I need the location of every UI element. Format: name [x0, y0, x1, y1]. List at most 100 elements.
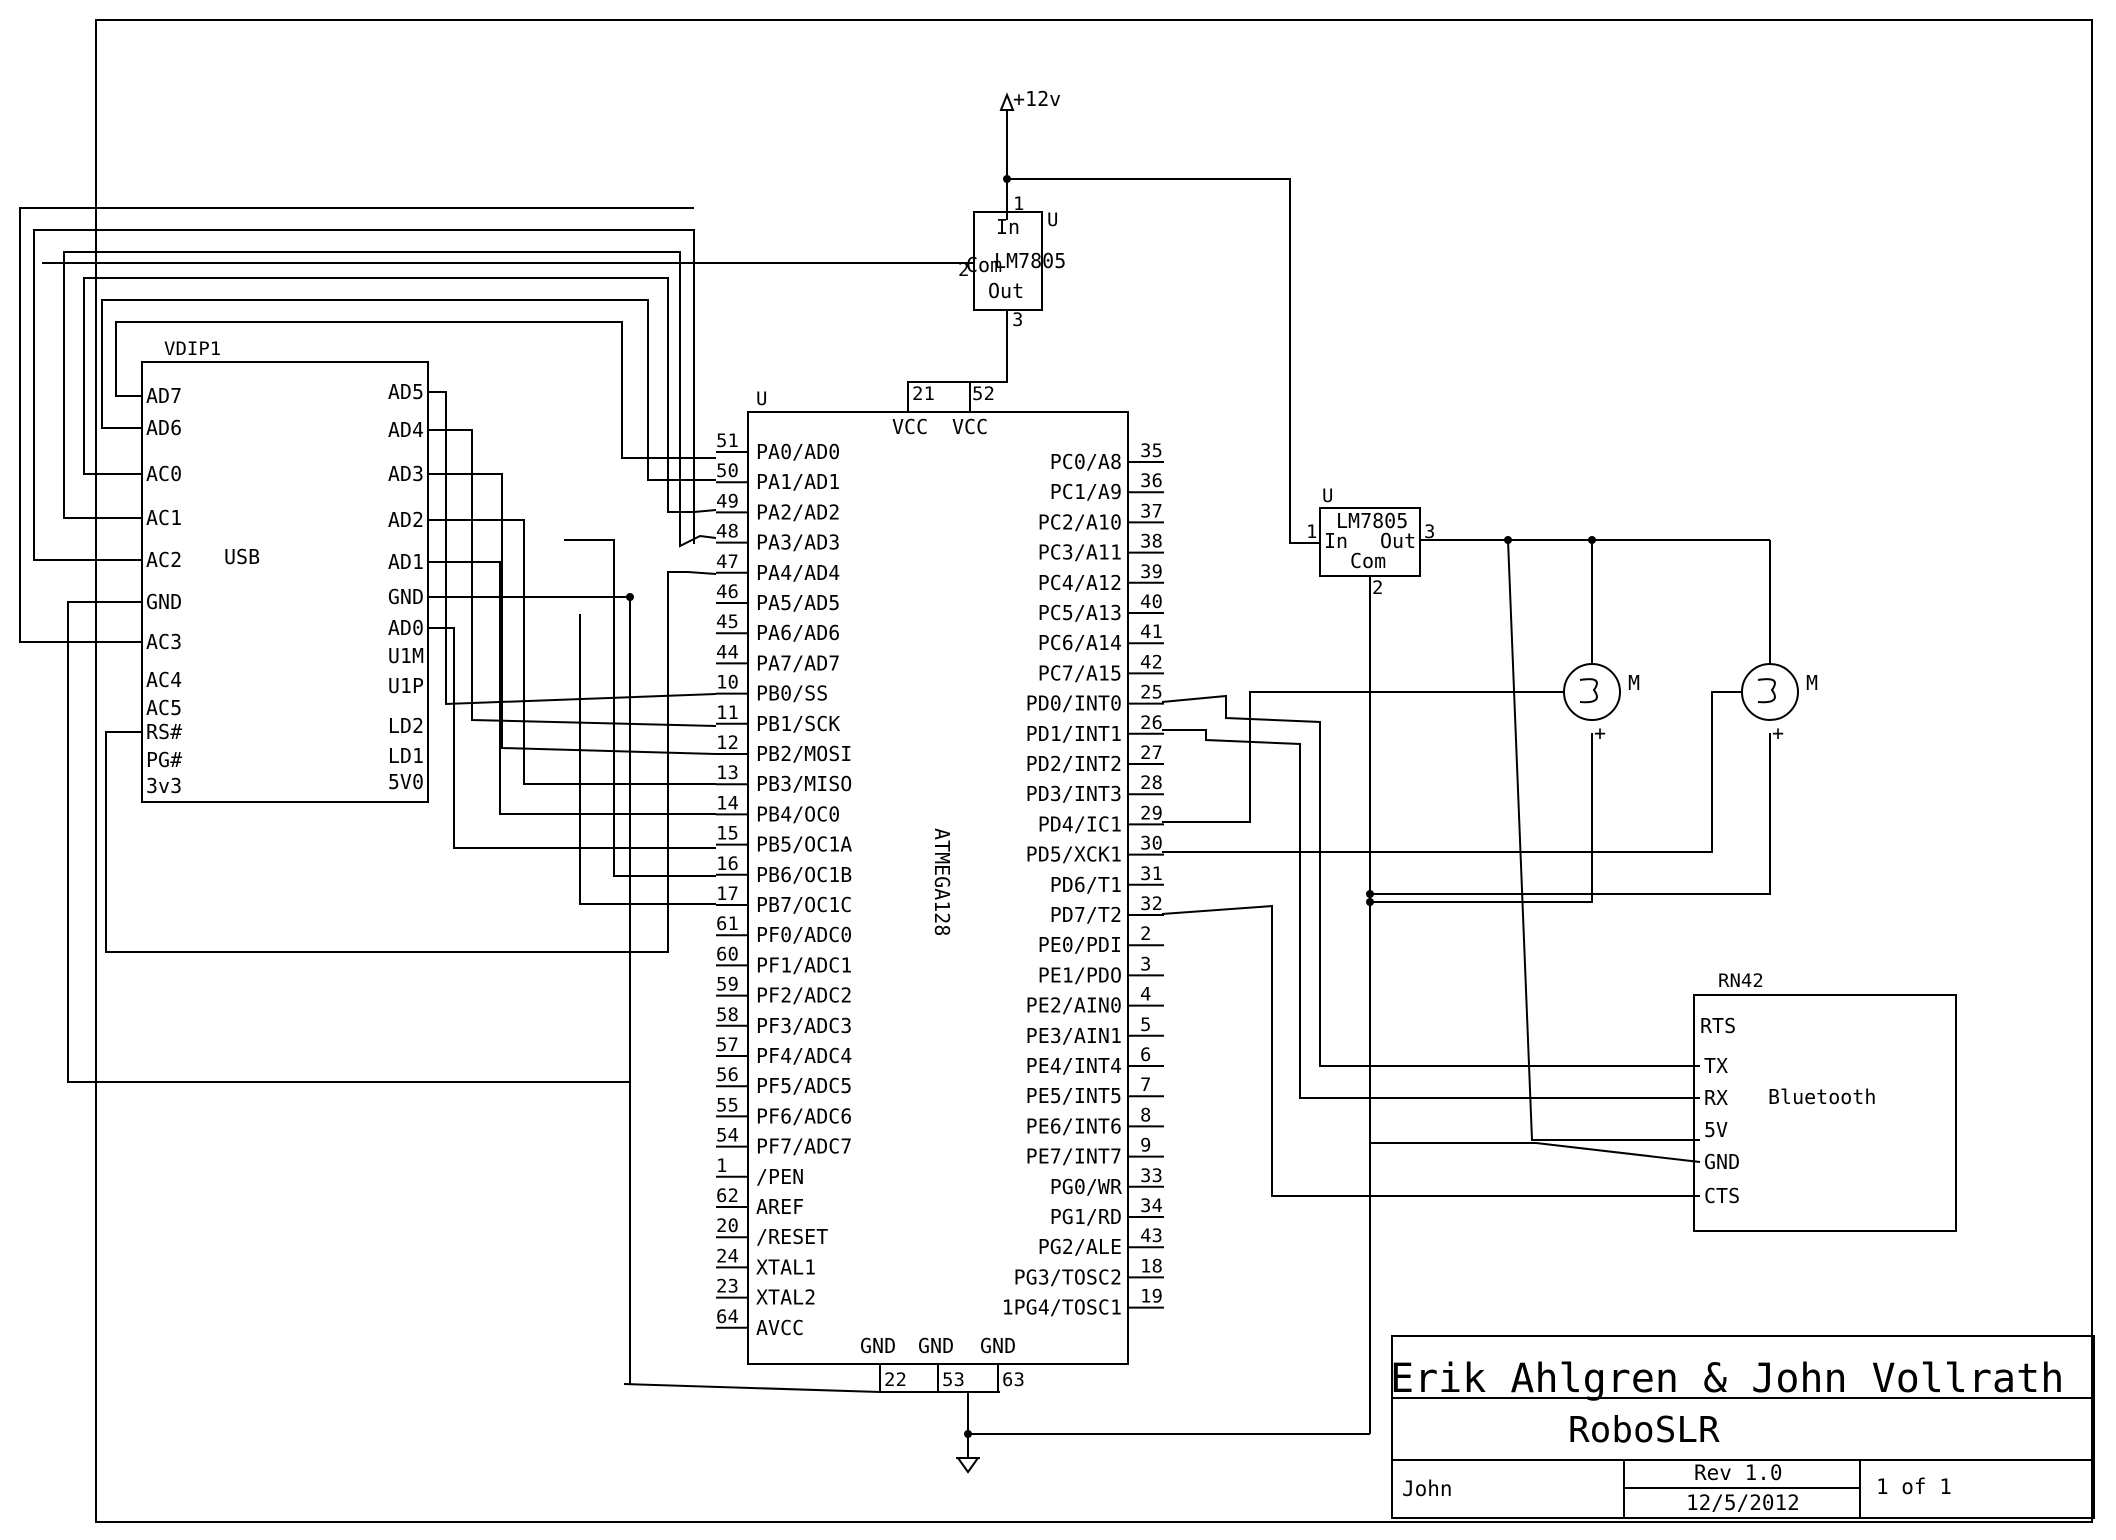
mcu-bottom-pin-name: GND	[860, 1334, 896, 1358]
pin-name: PE2/AIN0	[1026, 994, 1122, 1018]
pin-number: 25	[1140, 682, 1163, 704]
usb-pin-ad7: AD7	[146, 384, 182, 408]
usb-pin-ad4: AD4	[388, 418, 424, 442]
pin-number: 31	[1140, 863, 1163, 885]
pin-number: 54	[716, 1125, 739, 1147]
mcu-bottom-pin-num: 53	[942, 1369, 965, 1391]
tb-revision: Rev 1.0	[1694, 1461, 1783, 1485]
pin-name: PA1/AD1	[756, 470, 840, 494]
pin-number: 11	[716, 702, 739, 724]
supply-label: +12v	[1013, 87, 1061, 111]
mcu-bottom-pin-name: GND	[980, 1334, 1016, 1358]
reg-top-ref: U	[1047, 209, 1058, 231]
pin-name: PA6/AD6	[756, 621, 840, 645]
pin-number: 16	[716, 853, 739, 875]
pin-name: PE3/AIN1	[1026, 1024, 1122, 1048]
pin-name: PG2/ALE	[1038, 1235, 1122, 1259]
pin-name: U1M	[388, 644, 424, 668]
pin-name: PF0/ADC0	[756, 923, 852, 947]
usb-ref: VDIP1	[164, 338, 221, 360]
usb-pin-gnd: GND	[388, 585, 424, 609]
reg-right-com: Com	[1350, 549, 1386, 573]
pin-number: 47	[716, 551, 739, 573]
pin-name: PF2/ADC2	[756, 984, 852, 1008]
pin-name: PD2/INT2	[1026, 752, 1122, 776]
reg-right-part: LM7805	[1336, 509, 1408, 533]
mcu-pin-33: 33 PG0/WR	[1050, 1165, 1164, 1199]
pin-name: PF7/ADC7	[756, 1135, 852, 1159]
pin-name: AD6	[146, 416, 182, 440]
reg-right-ref: U	[1322, 485, 1333, 507]
pin-number: 7	[1140, 1074, 1151, 1096]
reg-top-n-out: 3	[1012, 309, 1023, 331]
mcu-bottom-pin-num: 63	[1002, 1369, 1025, 1391]
bt-pin-gnd: GND	[1704, 1150, 1740, 1174]
usb-pin-ad1: AD1	[388, 550, 424, 574]
pin-number: 51	[716, 430, 739, 452]
mcu-bottom-pin-name: GND	[918, 1334, 954, 1358]
pin-number: 4	[1140, 984, 1151, 1006]
usb-pin-ac4: AC4	[146, 668, 182, 692]
motor-icon	[1563, 663, 1621, 721]
pin-number: 23	[716, 1276, 739, 1298]
bt-pin-5v: 5V	[1704, 1118, 1728, 1142]
pin-name: AC3	[146, 630, 182, 654]
pin-name: PD7/T2	[1050, 903, 1122, 927]
mcu-part: ATMEGA128	[930, 828, 954, 936]
reg-top-n-com: 2	[958, 259, 969, 281]
tb-date: 12/5/2012	[1686, 1491, 1800, 1515]
pin-name: PC2/A10	[1038, 510, 1122, 534]
pin-name: PA3/AD3	[756, 531, 840, 555]
tb-project: RoboSLR	[1568, 1410, 1720, 1451]
pin-name: AD2	[388, 508, 424, 532]
mcu-top-pin-num: 21	[912, 383, 935, 405]
usb-pin-ac1: AC1	[146, 506, 182, 530]
motor-1: M +	[1162, 663, 1640, 823]
pin-name: AVCC	[756, 1316, 804, 1340]
regulator-right: U LM7805 In Out Com 1 3 2	[1306, 485, 1771, 1434]
pin-name: PG0/WR	[1050, 1175, 1123, 1199]
pin-name: RS#	[146, 720, 182, 744]
pin-name: PE1/PDO	[1038, 963, 1122, 987]
mcu-pin-50: 50 PA1/AD1	[716, 460, 840, 494]
pin-number: 8	[1140, 1104, 1151, 1126]
pin-number: 50	[716, 460, 739, 482]
usb-pin-ac5: AC5	[146, 696, 182, 720]
pin-name: PG1/RD	[1050, 1205, 1122, 1229]
pin-number: 33	[1140, 1165, 1163, 1187]
pin-number: 13	[716, 762, 739, 784]
pin-number: 12	[716, 732, 739, 754]
pin-number: 14	[716, 792, 739, 814]
pin-number: 9	[1140, 1135, 1151, 1157]
pin-name: PB1/SCK	[756, 712, 840, 736]
pin-name: PC5/A13	[1038, 601, 1122, 625]
pin-name: 5V	[1704, 1118, 1728, 1142]
pin-name: LD2	[388, 714, 424, 738]
usb-center-label: USB	[224, 545, 260, 569]
usb-pin-ac2: AC2	[146, 548, 182, 572]
usb-vdip1: VDIP1 USB AD7AD6AC0AC1AC2GNDAC3AC4AC5RS#…	[141, 338, 429, 803]
mcu-top-pin-name: VCC	[892, 415, 928, 439]
ground-icon	[956, 1457, 980, 1474]
pin-name: AD7	[146, 384, 182, 408]
pin-name: PA0/AD0	[756, 440, 840, 464]
pin-number: 24	[716, 1245, 739, 1267]
bt-pin-rts: RTS	[1700, 1014, 1736, 1038]
pin-name: PB7/OC1C	[756, 893, 852, 917]
pin-number: 45	[716, 611, 739, 633]
pin-number: 30	[1140, 833, 1163, 855]
motor-1-plus: +	[1594, 721, 1606, 745]
pin-name: PF5/ADC5	[756, 1074, 852, 1098]
pin-name: PD1/INT1	[1026, 722, 1122, 746]
pin-name: PF4/ADC4	[756, 1044, 852, 1068]
bt-center-label: Bluetooth	[1768, 1085, 1876, 1109]
